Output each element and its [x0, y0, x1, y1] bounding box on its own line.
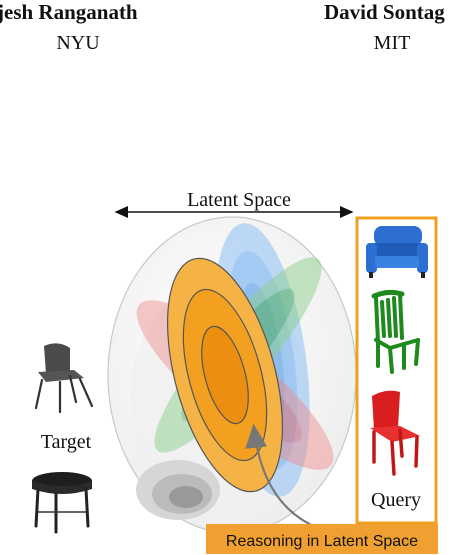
author-right-affiliation: MIT	[373, 32, 411, 54]
red-plastic-chair-icon	[370, 390, 420, 476]
latent-space-label: Latent Space	[187, 189, 291, 211]
author-right-name: David Sontag	[324, 0, 445, 24]
reasoning-banner-label: Reasoning in Latent Space	[226, 533, 418, 550]
author-left-name: jesh Ranganath	[0, 0, 138, 24]
dark-round-table-icon	[32, 472, 92, 534]
sphere-shadow-inner	[169, 486, 203, 508]
target-label: Target	[41, 431, 92, 453]
blue-armchair-icon	[366, 226, 428, 278]
reasoning-banner	[206, 524, 438, 554]
gray-chair-icon	[34, 343, 94, 414]
author-left-affiliation: NYU	[56, 32, 100, 54]
green-wooden-chair-icon	[371, 289, 420, 374]
query-label: Query	[371, 489, 421, 511]
